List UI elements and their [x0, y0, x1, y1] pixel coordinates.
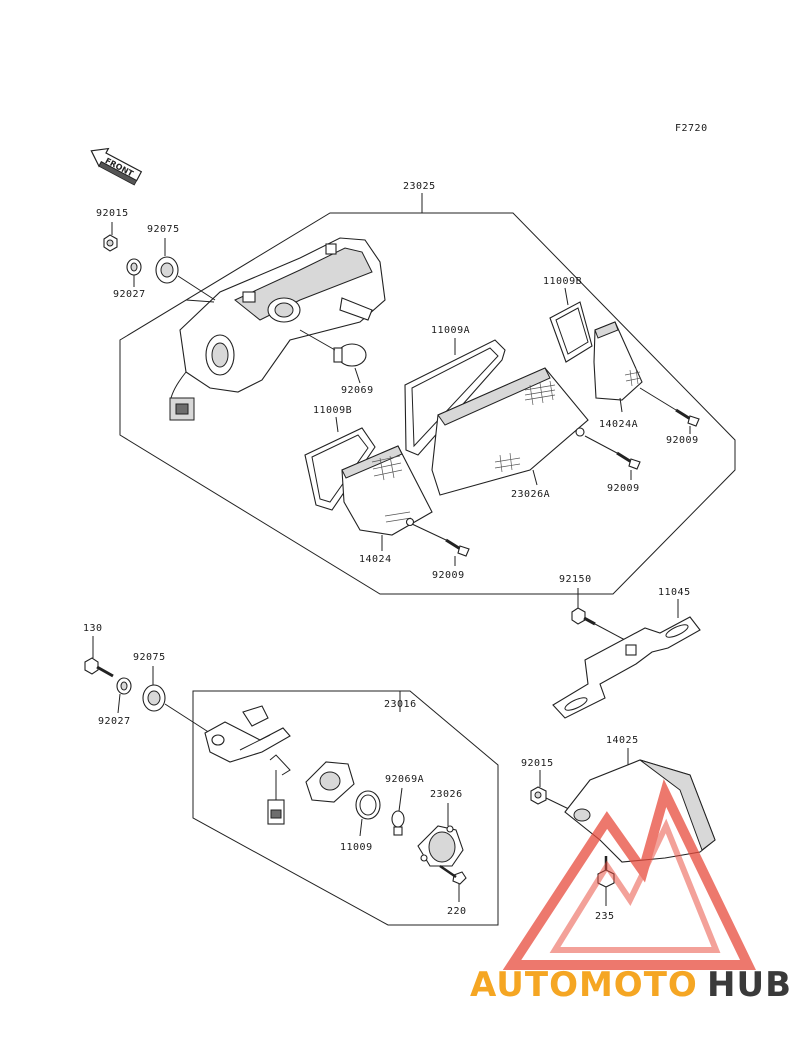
label-92027-lower: 92027: [98, 716, 131, 727]
bolt-92150: [571, 607, 596, 626]
label-235: 235: [595, 911, 615, 922]
front-arrow-icon: FRONT: [90, 147, 143, 186]
watermark-text: AUTOMOTO HUB: [470, 965, 792, 1005]
label-92069A: 92069A: [385, 774, 424, 785]
lens-23026A: [431, 367, 589, 496]
collar-92027-lower: [116, 677, 132, 695]
label-92069: 92069: [341, 385, 374, 396]
label-14025: 14025: [606, 735, 639, 746]
label-14024: 14024: [359, 554, 392, 565]
license-lamp-group-outline: [192, 690, 499, 926]
watermark-logo: [502, 778, 756, 970]
label-92150: 92150: [559, 574, 592, 585]
grommet-92075: [155, 256, 179, 284]
bulb-92069A: [391, 810, 405, 836]
bracket-11045: [552, 616, 701, 719]
label-11045: 11045: [658, 587, 691, 598]
label-92075-upper: 92075: [147, 224, 180, 235]
gasket-11009-lower: [355, 790, 381, 820]
label-11009-lower: 11009: [340, 842, 373, 853]
figure-code: F2720: [675, 123, 708, 134]
screw-92009-mid: [616, 451, 641, 470]
tail-lamp-group-outline: [119, 212, 736, 595]
label-23026: 23026: [430, 789, 463, 800]
watermark-text-part1: AUTOMOTO: [470, 965, 698, 1005]
screw-92009-lower: [445, 538, 470, 557]
label-11009A: 11009A: [431, 325, 470, 336]
screw-92009-right: [675, 408, 700, 427]
watermark-text-part2: HUB: [707, 965, 792, 1005]
label-11009B-right: 11009B: [543, 276, 582, 287]
lamp-socket-wire: [267, 754, 355, 825]
label-92075-lower: 92075: [133, 652, 166, 663]
cover-14025: [564, 759, 716, 863]
nut-92015-lower: [530, 786, 547, 805]
bolt-130: [84, 657, 114, 678]
grommet-92075-lower: [142, 684, 166, 712]
bulb-92069: [333, 343, 367, 367]
label-92009-right: 92009: [666, 435, 699, 446]
screw-220: [439, 864, 467, 885]
lamp-housing: [169, 237, 386, 421]
nut-92015: [103, 234, 118, 252]
lens-23026: [417, 825, 464, 867]
label-92027-upper: 92027: [113, 289, 146, 300]
label-14024A: 14024A: [599, 419, 638, 430]
label-23026A: 23026A: [511, 489, 550, 500]
lens-14024: [341, 445, 433, 536]
gasket-11009A: [404, 339, 506, 456]
label-92015-upper: 92015: [96, 208, 129, 219]
license-lamp-bracket: [204, 705, 291, 763]
label-130: 130: [83, 623, 103, 634]
collar-92027: [126, 258, 142, 276]
label-92009-mid: 92009: [607, 483, 640, 494]
label-23016: 23016: [384, 699, 417, 710]
label-23025: 23025: [403, 181, 436, 192]
label-11009B-left: 11009B: [313, 405, 352, 416]
gasket-11009B-right: [549, 301, 593, 363]
lens-14024A: [593, 321, 643, 401]
label-92015-lower: 92015: [521, 758, 554, 769]
label-92009-lower: 92009: [432, 570, 465, 581]
label-220: 220: [447, 906, 467, 917]
